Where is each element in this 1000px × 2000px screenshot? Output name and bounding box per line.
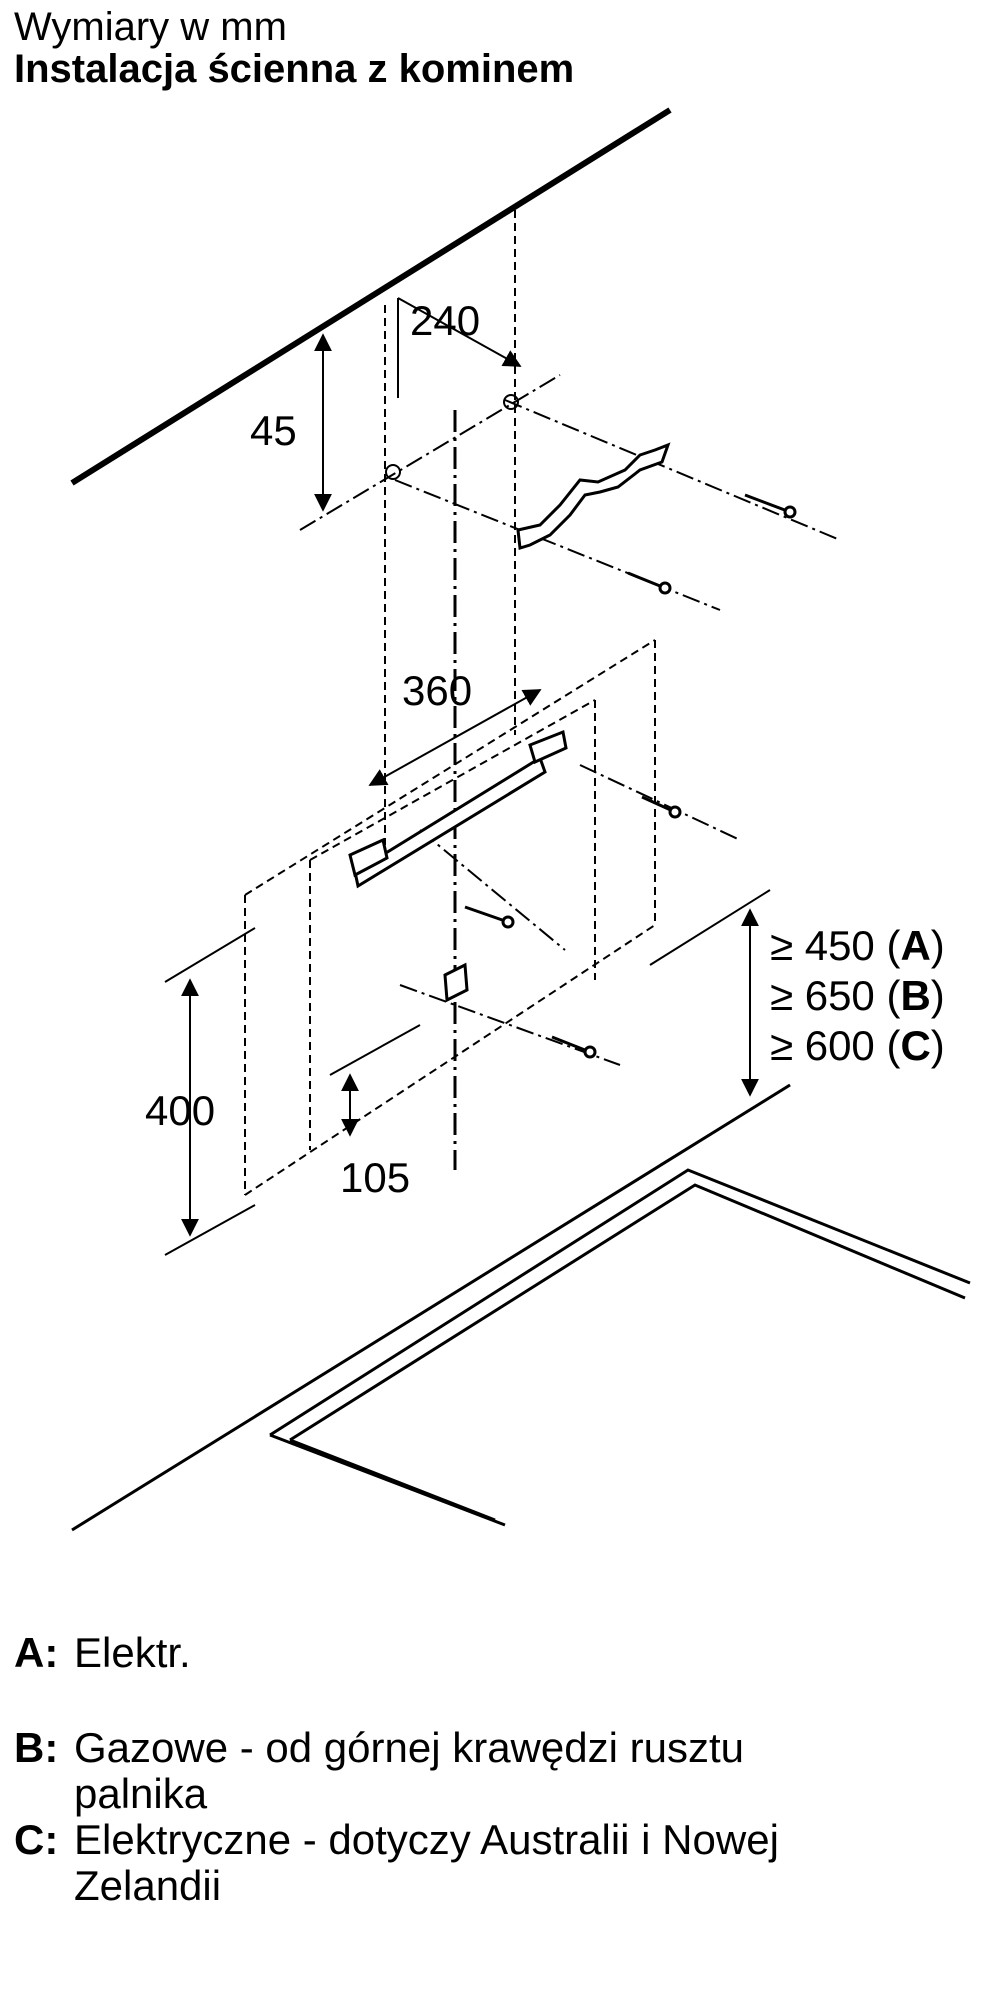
- legend-text: Gazowe - od górnej krawędzi rusztu palni…: [74, 1724, 744, 1817]
- legend-key: A:: [14, 1629, 59, 1676]
- units-label: Wymiary w mm: [14, 5, 287, 49]
- top-bracket: [516, 442, 671, 550]
- dim-240-label: 240: [410, 297, 480, 344]
- clearance-c: ≥ 600 (C): [770, 1022, 945, 1069]
- legend-key: C:: [14, 1816, 59, 1863]
- legend-text: Elektr.: [74, 1629, 191, 1676]
- mount-holes: [385, 394, 519, 480]
- ceiling-line: [70, 107, 672, 486]
- dim-360: [368, 689, 542, 786]
- clearance-b: ≥ 650 (B): [770, 972, 945, 1019]
- dim-400: [164, 927, 256, 1256]
- legend-key: B:: [14, 1724, 59, 1771]
- page-title: Instalacja ścienna z kominem: [14, 47, 575, 91]
- cooktop: [71, 1083, 971, 1532]
- dim-400-label: 400: [145, 1087, 215, 1134]
- dim-360-label: 360: [402, 667, 472, 714]
- header: Wymiary w mm Instalacja ścienna z komine…: [14, 6, 574, 90]
- dim-105-label: 105: [340, 1154, 410, 1201]
- legend-text: Elektryczne - dotyczy Australii i Nowej …: [74, 1816, 779, 1909]
- dim-105: [329, 1024, 421, 1137]
- lower-bracket: [443, 962, 469, 1003]
- upper-axes: [299, 374, 841, 1066]
- screws: [464, 493, 797, 1059]
- dim-240: [397, 297, 522, 398]
- dim-clearance: [649, 889, 791, 1166]
- clearance-a: ≥ 450 (A): [770, 922, 945, 969]
- dim-45-label: 45: [250, 407, 297, 454]
